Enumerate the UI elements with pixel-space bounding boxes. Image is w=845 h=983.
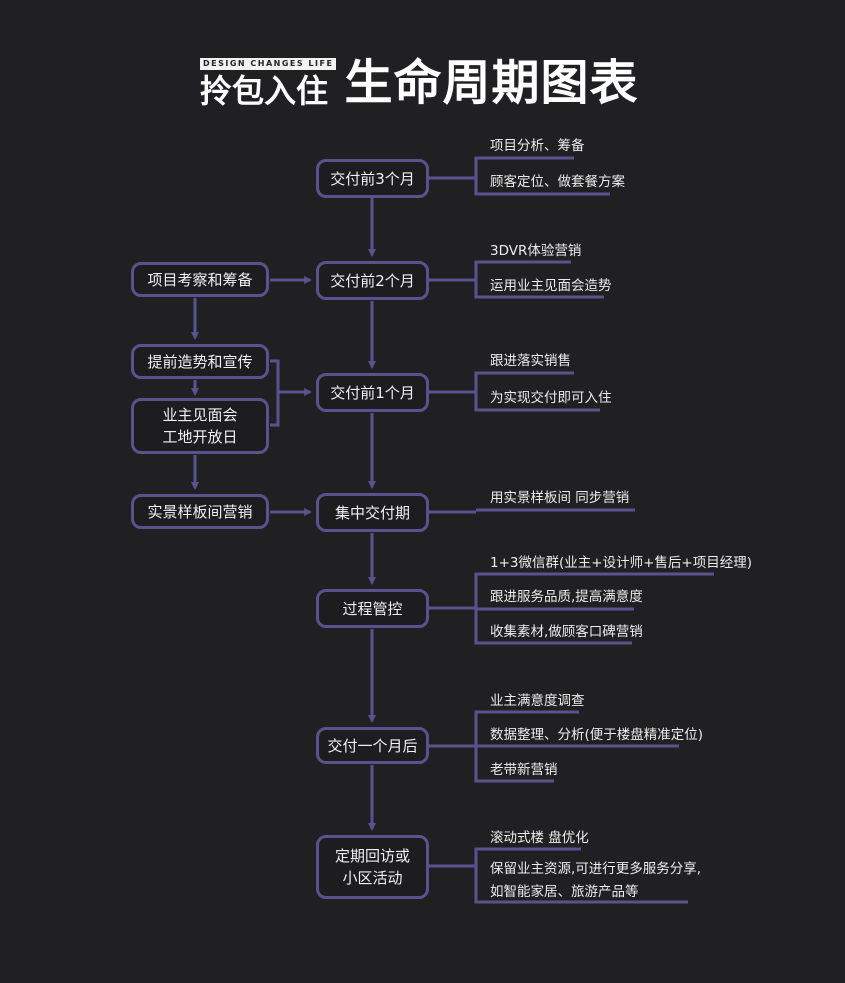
stage-box: 定期回访或 小区活动: [316, 835, 429, 899]
stage-box: 集中交付期: [316, 493, 429, 532]
note: 3DVR体验营销: [490, 243, 582, 259]
note: 跟进落实销售: [490, 353, 571, 369]
stage-box: 交付前2个月: [316, 261, 429, 300]
note: 顾客定位、做套餐方案: [490, 174, 625, 190]
note: 保留业主资源,可进行更多服务分享, 如智能家居、旅游产品等: [490, 861, 702, 900]
branch-3: [428, 371, 600, 412]
page-title: DESIGN CHANGES LIFE 拎包入住 生命周期图表: [200, 56, 638, 110]
branch-4: [428, 508, 635, 514]
note: 项目分析、筹备: [490, 138, 585, 154]
branch-2: [428, 260, 604, 299]
note: 业主满意度调查: [490, 693, 585, 709]
stage-box: 过程管控: [316, 589, 429, 628]
tagline: DESIGN CHANGES LIFE: [200, 58, 337, 70]
side-box: 实景样板间营销: [131, 494, 269, 529]
note: 用实景样板间 同步营销: [490, 490, 630, 506]
stage-box: 交付前1个月: [316, 373, 429, 412]
branch-5: [428, 572, 714, 645]
note: 为实现交付即可入住: [490, 390, 612, 406]
note: 收集素材,做顾客口碑营销: [490, 624, 643, 640]
bracket: [270, 359, 280, 427]
title-small: 拎包入住: [200, 72, 329, 110]
branch-6: [428, 710, 679, 783]
title-left-block: DESIGN CHANGES LIFE 拎包入住: [200, 58, 337, 110]
side-box: 项目考察和筹备: [131, 262, 269, 297]
note: 运用业主见面会造势: [490, 278, 612, 294]
branch-1: [428, 156, 610, 196]
side-box: 提前造势和宣传: [131, 344, 269, 379]
stage-box: 交付一个月后: [316, 727, 429, 764]
stage-box: 交付前3个月: [316, 159, 429, 198]
note: 跟进服务品质,提高满意度: [490, 589, 643, 605]
note: 滚动式楼 盘优化: [490, 830, 589, 846]
side-box: 业主见面会 工地开放日: [131, 398, 269, 454]
title-large: 生命周期图表: [344, 55, 639, 111]
note: 1+3微信群(业主+设计师+售后+项目经理): [490, 555, 752, 571]
note: 数据整理、分析(便于楼盘精准定位): [490, 727, 704, 743]
branch-7: [428, 847, 688, 904]
note: 老带新营销: [490, 762, 558, 778]
